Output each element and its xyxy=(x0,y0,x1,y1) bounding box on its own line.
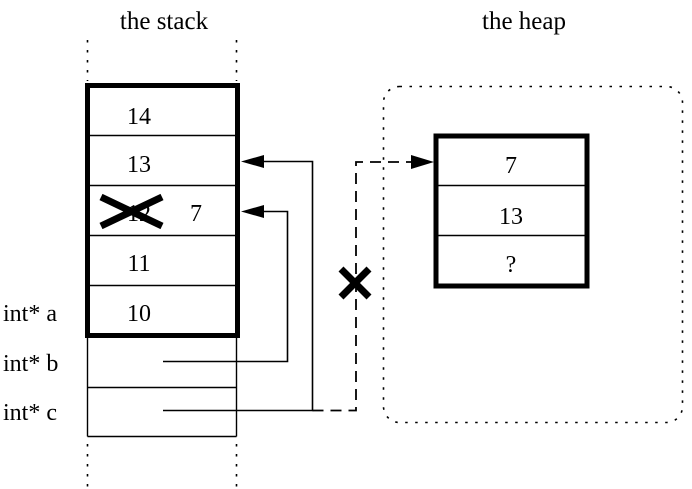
heap-cell-value-1: 13 xyxy=(499,204,523,230)
stack-section: the stack 14 13 12 7 11 10 int* a int* b xyxy=(3,8,240,488)
stack-cell-value-3: 11 xyxy=(127,251,150,277)
pointer-label-c: int* c xyxy=(3,400,57,426)
stack-cell-value-4: 10 xyxy=(127,301,151,327)
pointer-label-b: int* b xyxy=(3,351,58,377)
invalid-pointer-x-icon xyxy=(338,266,372,300)
heap-frame xyxy=(433,133,590,289)
heap-cell-value-2: ? xyxy=(506,252,517,278)
cross-out-x-icon xyxy=(99,193,164,230)
pointer-c-arrow xyxy=(163,155,314,412)
pointer-c-arrowhead-icon xyxy=(241,155,264,168)
stack-replacement-value: 7 xyxy=(190,201,202,227)
stack-cell-value-0: 14 xyxy=(127,104,151,130)
stack-frame xyxy=(85,83,240,338)
heap-cell-value-0: 7 xyxy=(505,153,517,179)
dangling-pointer-arrowhead-icon xyxy=(411,155,434,169)
stack-cell-value-1: 13 xyxy=(127,152,151,178)
dangling-pointer-arrow xyxy=(312,155,434,412)
pointer-b-arrow xyxy=(163,205,289,363)
heap-section: the heap 7 13 ? xyxy=(382,8,684,424)
pointer-b-arrowhead-icon xyxy=(241,205,264,218)
pointer-label-a: int* a xyxy=(3,301,57,327)
heap-title: the heap xyxy=(482,8,566,35)
stack-title: the stack xyxy=(120,8,209,35)
